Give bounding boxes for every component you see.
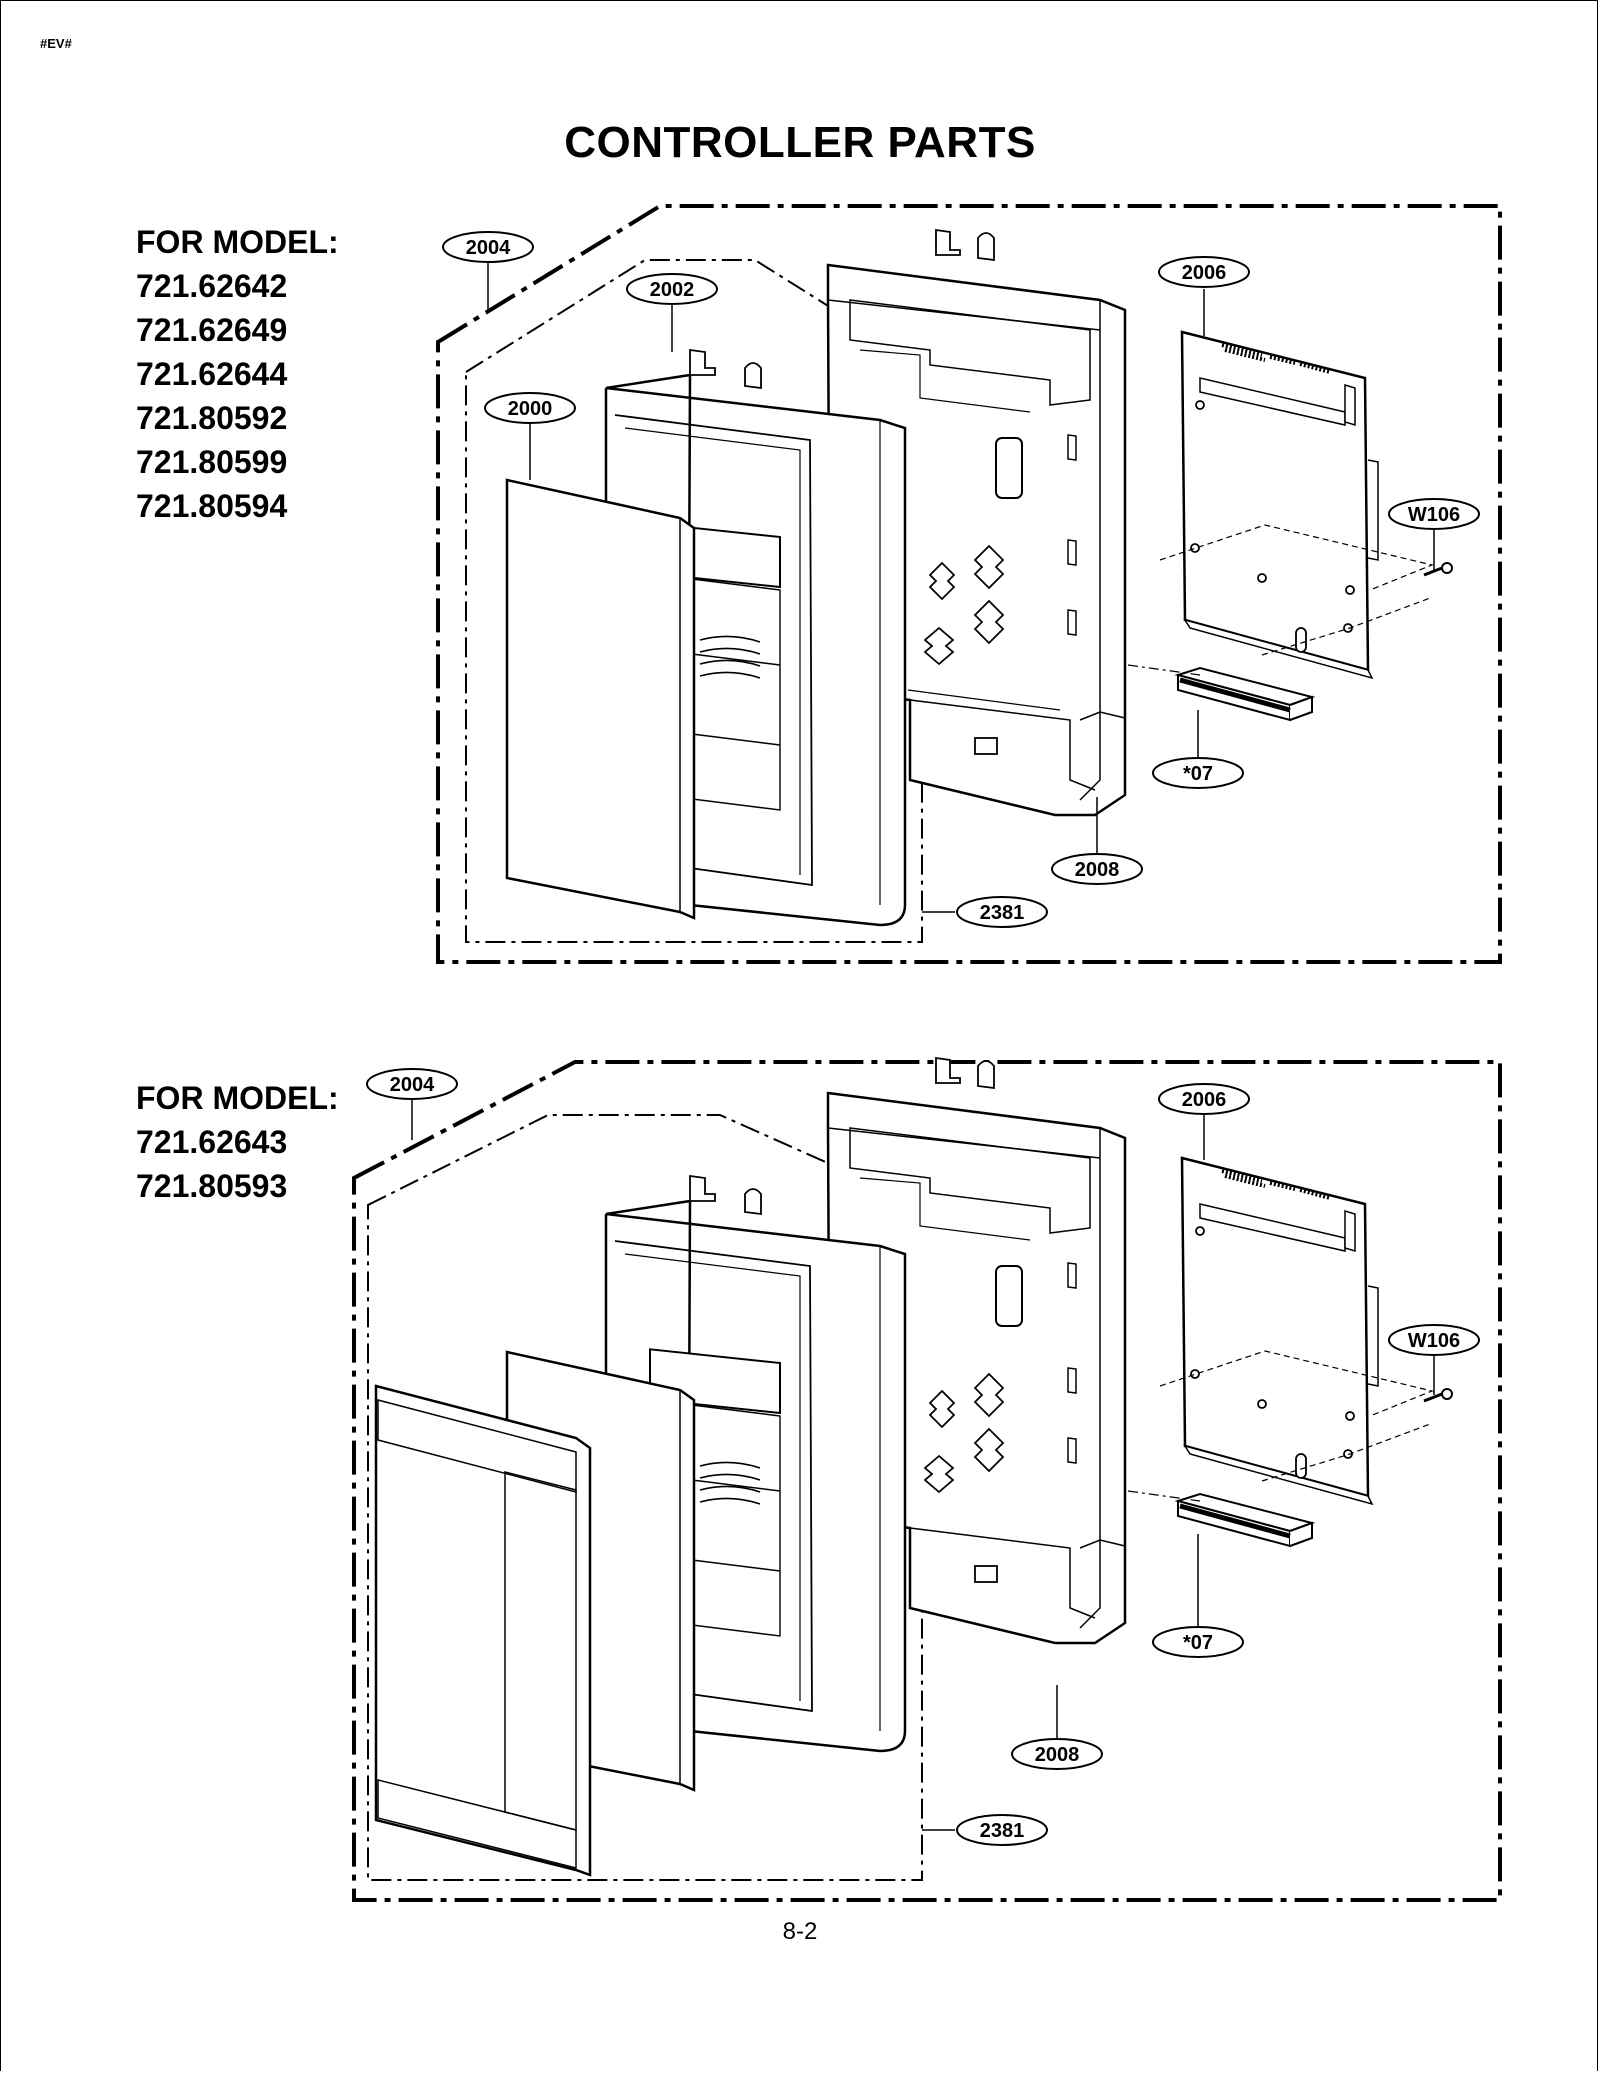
callout-2004: 2004 (390, 1074, 435, 1096)
model-number: 721.80593 (136, 1168, 288, 1204)
model-number: 721.80592 (136, 400, 288, 436)
callout-2381: 2381 (980, 902, 1025, 924)
top-model-list: FOR MODEL: 721.62642 721.62649 721.62644… (136, 220, 339, 528)
callout-07: *07 (1183, 763, 1213, 785)
bottom-assembly-boundary (352, 1060, 1502, 1902)
callout-2008: 2008 (1075, 859, 1120, 881)
top-assembly-boundary (436, 204, 1502, 964)
callout-w106: W106 (1408, 1330, 1460, 1352)
top-pcb (1180, 330, 1380, 680)
bottom-diagram: 2004 2006 W106 *07 2008 2381 (352, 1056, 1502, 1902)
callout-2002: 2002 (650, 279, 695, 301)
bottom-model-list: FOR MODEL: 721.62643 721.80593 (136, 1076, 339, 1208)
page-number: 8-2 (782, 1918, 818, 1945)
top-screw-icon (1422, 561, 1454, 577)
top-film-sheet (505, 478, 696, 920)
callout-2006: 2006 (1182, 1089, 1227, 1111)
bottom-screw-icon (1422, 1387, 1454, 1403)
model-heading: FOR MODEL: (136, 1080, 339, 1116)
model-number: 721.62649 (136, 312, 288, 348)
model-number: 721.80594 (136, 488, 288, 524)
model-heading: FOR MODEL: (136, 224, 339, 260)
callout-2000: 2000 (508, 398, 553, 420)
callout-2006: 2006 (1182, 262, 1227, 284)
callout-2008: 2008 (1035, 1744, 1080, 1766)
model-number: 721.62643 (136, 1124, 288, 1160)
bottom-pcb (1180, 1156, 1380, 1506)
callout-w106: W106 (1408, 504, 1460, 526)
document-code: #EV# (40, 36, 72, 51)
callout-2381: 2381 (980, 1820, 1025, 1842)
bottom-window-overlay (374, 1384, 592, 1877)
model-number: 721.62644 (136, 356, 288, 392)
model-number: 721.62642 (136, 268, 288, 304)
page-title: CONTROLLER PARTS (564, 118, 1036, 167)
model-number: 721.80599 (136, 444, 288, 480)
callout-07: *07 (1183, 1632, 1213, 1654)
callout-2004: 2004 (466, 237, 511, 259)
top-diagram: 2004 2002 2000 2006 W106 *07 2008 2381 (436, 204, 1502, 964)
